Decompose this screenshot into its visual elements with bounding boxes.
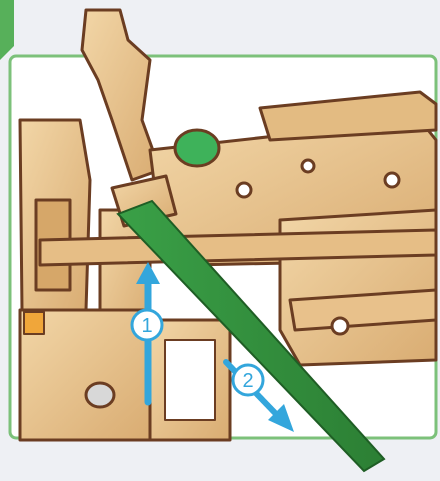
step-badge-2-label: 2 xyxy=(242,370,253,392)
step-badge-1-label: 1 xyxy=(141,315,152,337)
check-corner-icon xyxy=(0,0,14,60)
step-badge-1: 1 xyxy=(132,310,162,340)
step-badge-2: 2 xyxy=(233,365,263,395)
